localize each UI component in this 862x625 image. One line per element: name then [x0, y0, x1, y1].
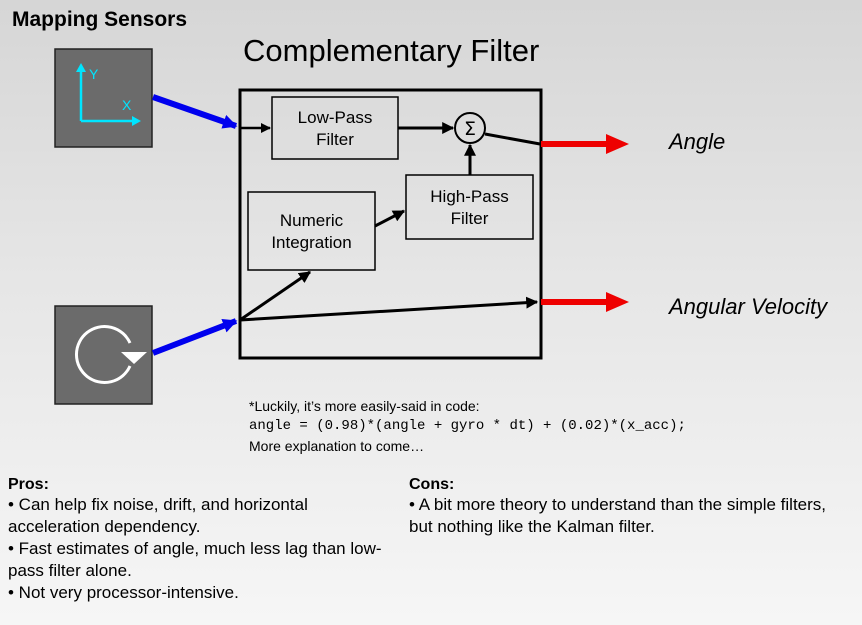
sum-to-output-line	[484, 132, 541, 146]
section-title: Mapping Sensors	[12, 8, 188, 31]
code-note-intro: *Luckily, it’s more easily-said in code:	[249, 398, 480, 414]
gyro-passthrough-arrow	[239, 296, 539, 322]
code-note-outro: More explanation to come…	[249, 438, 425, 454]
output-angle-label: Angle	[669, 129, 726, 154]
low-pass-label: Low-Pass Filter	[272, 107, 398, 151]
sum-symbol: Σ	[464, 118, 476, 140]
output-velocity-label: Angular Velocity	[669, 294, 828, 319]
filter-box	[238, 88, 543, 360]
axes-icon: Y X	[54, 48, 153, 148]
accel-input-arrow	[152, 94, 238, 129]
cons-section: Cons: • A bit more theory to understand …	[409, 476, 829, 538]
cons-list: • A bit more theory to understand than t…	[409, 494, 829, 538]
low-pass-label-line2: Filter	[316, 130, 354, 149]
pros-heading: Pros:	[8, 476, 49, 493]
pros-item: • Fast estimates of angle, much less lag…	[8, 539, 382, 580]
cons-item: • A bit more theory to understand than t…	[409, 495, 827, 536]
sum-node	[454, 112, 486, 144]
high-pass-label: High-Pass Filter	[406, 186, 533, 230]
pros-item: • Not very processor-intensive.	[8, 583, 239, 602]
code-snippet: angle = (0.98)*(angle + gyro * dt) + (0.…	[249, 418, 686, 434]
code-note: *Luckily, it’s more easily-said in code:…	[249, 396, 686, 456]
gyro-to-integration-arrow	[239, 270, 311, 322]
pros-list: • Can help fix noise, drift, and horizon…	[8, 494, 383, 604]
pros-section: Pros: • Can help fix noise, drift, and h…	[8, 476, 383, 604]
x-axis-label: X	[122, 97, 132, 113]
cons-heading: Cons:	[409, 476, 455, 493]
high-pass-label-line1: High-Pass	[430, 187, 509, 206]
pros-item: • Can help fix noise, drift, and horizon…	[8, 495, 308, 536]
gyro-input-arrow	[151, 318, 238, 356]
integration-to-highpass-arrow	[374, 209, 406, 228]
rotation-icon	[54, 305, 153, 405]
integration-box	[247, 191, 376, 271]
high-pass-label-line2: Filter	[450, 209, 489, 228]
y-axis-label: Y	[89, 66, 99, 82]
integration-label-line2: Integration	[271, 233, 352, 252]
integration-label: Numeric Integration	[248, 210, 375, 254]
integration-label-line1: Numeric	[279, 211, 344, 230]
page-title: Complementary Filter	[243, 33, 540, 68]
low-pass-label-line1: Low-Pass	[297, 108, 373, 127]
